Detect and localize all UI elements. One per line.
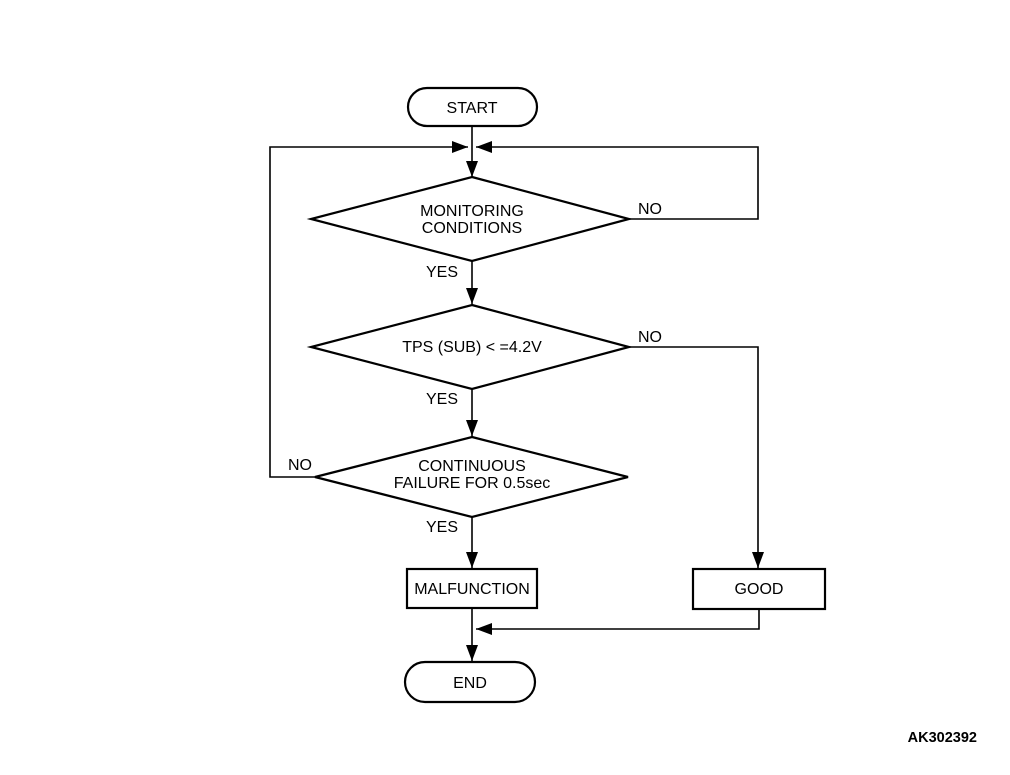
edge-good-to-merge <box>476 609 760 635</box>
monitoring-yes-label: YES <box>426 264 458 281</box>
continuous-failure-label-line2: FAILURE FOR 0.5sec <box>394 475 551 492</box>
edge-tps-no-to-good <box>629 346 764 568</box>
good-label: GOOD <box>735 581 784 598</box>
monitoring-no-label: NO <box>638 201 662 218</box>
start-terminator-shape <box>406 86 539 128</box>
edge-continuous-no-loop <box>269 141 468 478</box>
monitoring-conditions-label-line1: MONITORING <box>420 203 524 220</box>
edge-labels-group: NO YES NO YES NO YES <box>288 201 662 536</box>
node-labels-group: START MONITORING CONDITIONS TPS (SUB) < … <box>394 100 784 692</box>
tps-check-diamond-shape <box>306 303 634 391</box>
monitoring-conditions-label-line2: CONDITIONS <box>422 220 522 237</box>
edges-group <box>269 126 764 661</box>
monitoring-conditions-diamond-shape <box>306 175 634 263</box>
start-label: START <box>447 100 498 117</box>
tps-yes-label: YES <box>426 391 458 408</box>
tps-check-label: TPS (SUB) < =4.2V <box>402 339 542 356</box>
figure-code: AK302392 <box>908 730 977 746</box>
tps-no-label: NO <box>638 329 662 346</box>
continuous-yes-label: YES <box>426 519 458 536</box>
end-terminator-shape <box>403 660 537 704</box>
good-box-shape <box>691 567 827 611</box>
end-label: END <box>453 675 487 692</box>
continuous-failure-label-line1: CONTINUOUS <box>418 458 526 475</box>
continuous-no-label: NO <box>288 457 312 474</box>
malfunction-label: MALFUNCTION <box>414 581 530 598</box>
shapes-group <box>306 86 827 704</box>
malfunction-box-shape <box>405 567 539 610</box>
continuous-failure-diamond-shape <box>314 435 629 519</box>
edge-monitoring-no-loop <box>476 141 759 220</box>
